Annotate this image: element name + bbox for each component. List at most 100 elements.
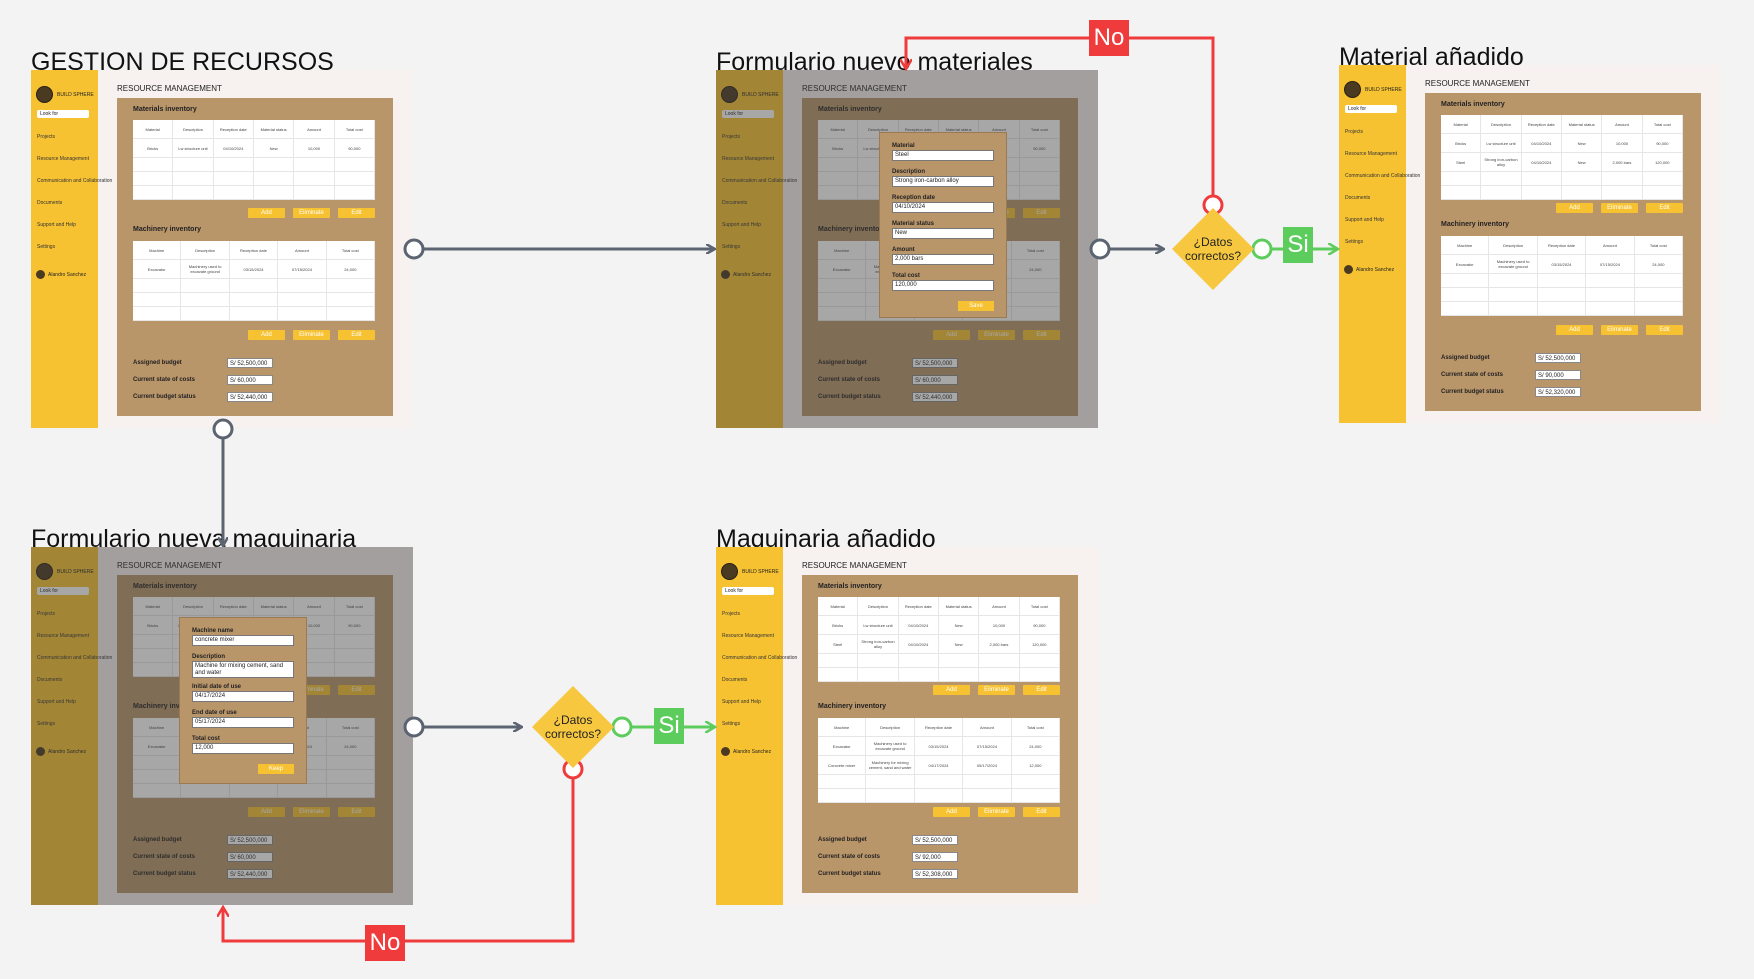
search-input[interactable]: Look for [722, 110, 774, 118]
logo-icon [721, 86, 738, 103]
form-input[interactable]: 2,000 bars [892, 254, 994, 265]
sidebar-item[interactable]: Support and Help [37, 222, 76, 228]
eliminate-button[interactable]: Eliminate [1601, 325, 1638, 335]
edit-button[interactable]: Edit [1646, 203, 1683, 213]
table-cell [1441, 274, 1490, 287]
sidebar-item[interactable]: Documents [722, 200, 748, 206]
budget-value: S/ 52,500,000 [227, 358, 273, 368]
sidebar-item[interactable]: Projects [37, 611, 56, 617]
sidebar-item[interactable]: Support and Help [1345, 217, 1384, 223]
search-input[interactable]: Look for [1345, 105, 1397, 113]
budget-label: Assigned budget [133, 837, 182, 843]
avatar [36, 270, 45, 279]
edit-button[interactable]: Edit [338, 807, 375, 817]
add-button[interactable]: Add [933, 807, 970, 817]
sidebar-item[interactable]: Communication and Collaboration [1345, 173, 1421, 179]
sidebar-item[interactable]: Settings [722, 721, 741, 727]
sidebar-item[interactable]: Communication and Collaboration [722, 655, 798, 661]
sidebar-item[interactable]: Settings [37, 244, 56, 250]
sidebar-item[interactable]: Communication and Collaboration [37, 178, 113, 184]
eliminate-button[interactable]: Eliminate [293, 208, 330, 218]
sidebar-item[interactable]: Documents [37, 200, 63, 206]
sidebar-item[interactable]: Settings [37, 721, 56, 727]
sidebar-item[interactable]: Documents [722, 677, 748, 683]
edit-button[interactable]: Edit [1023, 208, 1060, 218]
form-input[interactable]: 12,000 [192, 743, 294, 754]
form-input[interactable]: 05/17/2024 [192, 717, 294, 728]
edit-button[interactable]: Edit [338, 330, 375, 340]
sidebar-item[interactable]: Support and Help [722, 699, 761, 705]
save-button[interactable]: Save [958, 301, 994, 311]
budget-label: Assigned budget [818, 837, 867, 843]
eliminate-button[interactable]: Eliminate [978, 330, 1015, 340]
link-decision1-no [906, 36, 1215, 196]
sidebar-item[interactable]: Projects [37, 134, 56, 140]
edit-button[interactable]: Edit [338, 208, 375, 218]
eliminate-button[interactable]: Eliminate [293, 685, 330, 695]
sidebar-item[interactable]: Projects [722, 611, 741, 617]
form-input[interactable]: concrete mixer [192, 635, 294, 646]
eliminate-button[interactable]: Eliminate [293, 330, 330, 340]
edit-button[interactable]: Edit [1023, 807, 1060, 817]
eliminate-button[interactable]: Eliminate [293, 807, 330, 817]
sidebar-item[interactable]: Documents [1345, 195, 1371, 201]
table-header-cell: Machine [1441, 236, 1490, 254]
sidebar-item[interactable]: Support and Help [37, 699, 76, 705]
form-input[interactable]: 04/17/2024 [192, 691, 294, 702]
add-button[interactable]: Add [933, 330, 970, 340]
add-button[interactable]: Add [1556, 325, 1593, 335]
sidebar-item[interactable]: Resource Management [722, 156, 774, 162]
sidebar-item[interactable]: Communication and Collaboration [722, 178, 798, 184]
table-cell: 05/17/2024 [963, 756, 1012, 774]
edit-button[interactable]: Edit [338, 685, 375, 695]
edit-button[interactable]: Edit [1023, 685, 1060, 695]
edit-button[interactable]: Edit [1023, 330, 1060, 340]
table-cell: 90,000 [1020, 139, 1060, 157]
brand: BUILD SPHERE [721, 86, 779, 103]
form-input[interactable]: Steel [892, 150, 994, 161]
keep-button[interactable]: Keep [258, 764, 294, 774]
table-cell [1489, 302, 1538, 315]
sidebar-item[interactable]: Resource Management [37, 633, 89, 639]
logo-icon [1344, 81, 1361, 98]
form-input[interactable]: 120,000 [892, 280, 994, 291]
form-input[interactable]: New [892, 228, 994, 239]
sidebar-item[interactable]: Support and Help [722, 222, 761, 228]
table-cell [1602, 186, 1643, 199]
sidebar-item[interactable]: Resource Management [722, 633, 774, 639]
sidebar-item[interactable]: Projects [1345, 129, 1364, 135]
budget-label: Current state of costs [133, 377, 196, 383]
search-input[interactable]: Look for [37, 110, 89, 118]
sidebar-item[interactable]: Projects [722, 134, 741, 140]
sidebar-item[interactable]: Settings [722, 244, 741, 250]
search-input[interactable]: Look for [722, 587, 774, 595]
sidebar-item[interactable]: Settings [1345, 239, 1364, 245]
form-label: Machine name [192, 628, 234, 634]
form-input[interactable]: Strong iron-carbon alloy [892, 176, 994, 187]
add-button[interactable]: Add [248, 330, 285, 340]
eliminate-button[interactable]: Eliminate [978, 685, 1015, 695]
table-cell [1481, 172, 1522, 185]
add-button[interactable]: Add [1556, 203, 1593, 213]
table-header-cell: Material [133, 120, 174, 138]
sidebar-item[interactable]: Resource Management [1345, 151, 1397, 157]
add-button[interactable]: Add [248, 807, 285, 817]
search-input[interactable]: Look for [37, 587, 89, 595]
form-input[interactable]: 04/10/2024 [892, 202, 994, 213]
table-cell [327, 307, 376, 320]
table-cell [327, 279, 376, 292]
sidebar-item[interactable]: Resource Management [37, 156, 89, 162]
table-header-cell: Machine [818, 241, 867, 259]
eliminate-button[interactable]: Eliminate [978, 807, 1015, 817]
sidebar-item[interactable]: Communication and Collaboration [37, 655, 113, 661]
add-button[interactable]: Add [933, 685, 970, 695]
form-input[interactable]: Machine for mixing cement, sand and wate… [192, 661, 294, 678]
edit-button[interactable]: Edit [1646, 325, 1683, 335]
brand-name: BUILD SPHERE [57, 91, 94, 98]
eliminate-button[interactable]: Eliminate [1601, 203, 1638, 213]
add-button[interactable]: Add [248, 208, 285, 218]
sidebar-item[interactable]: Documents [37, 677, 63, 683]
